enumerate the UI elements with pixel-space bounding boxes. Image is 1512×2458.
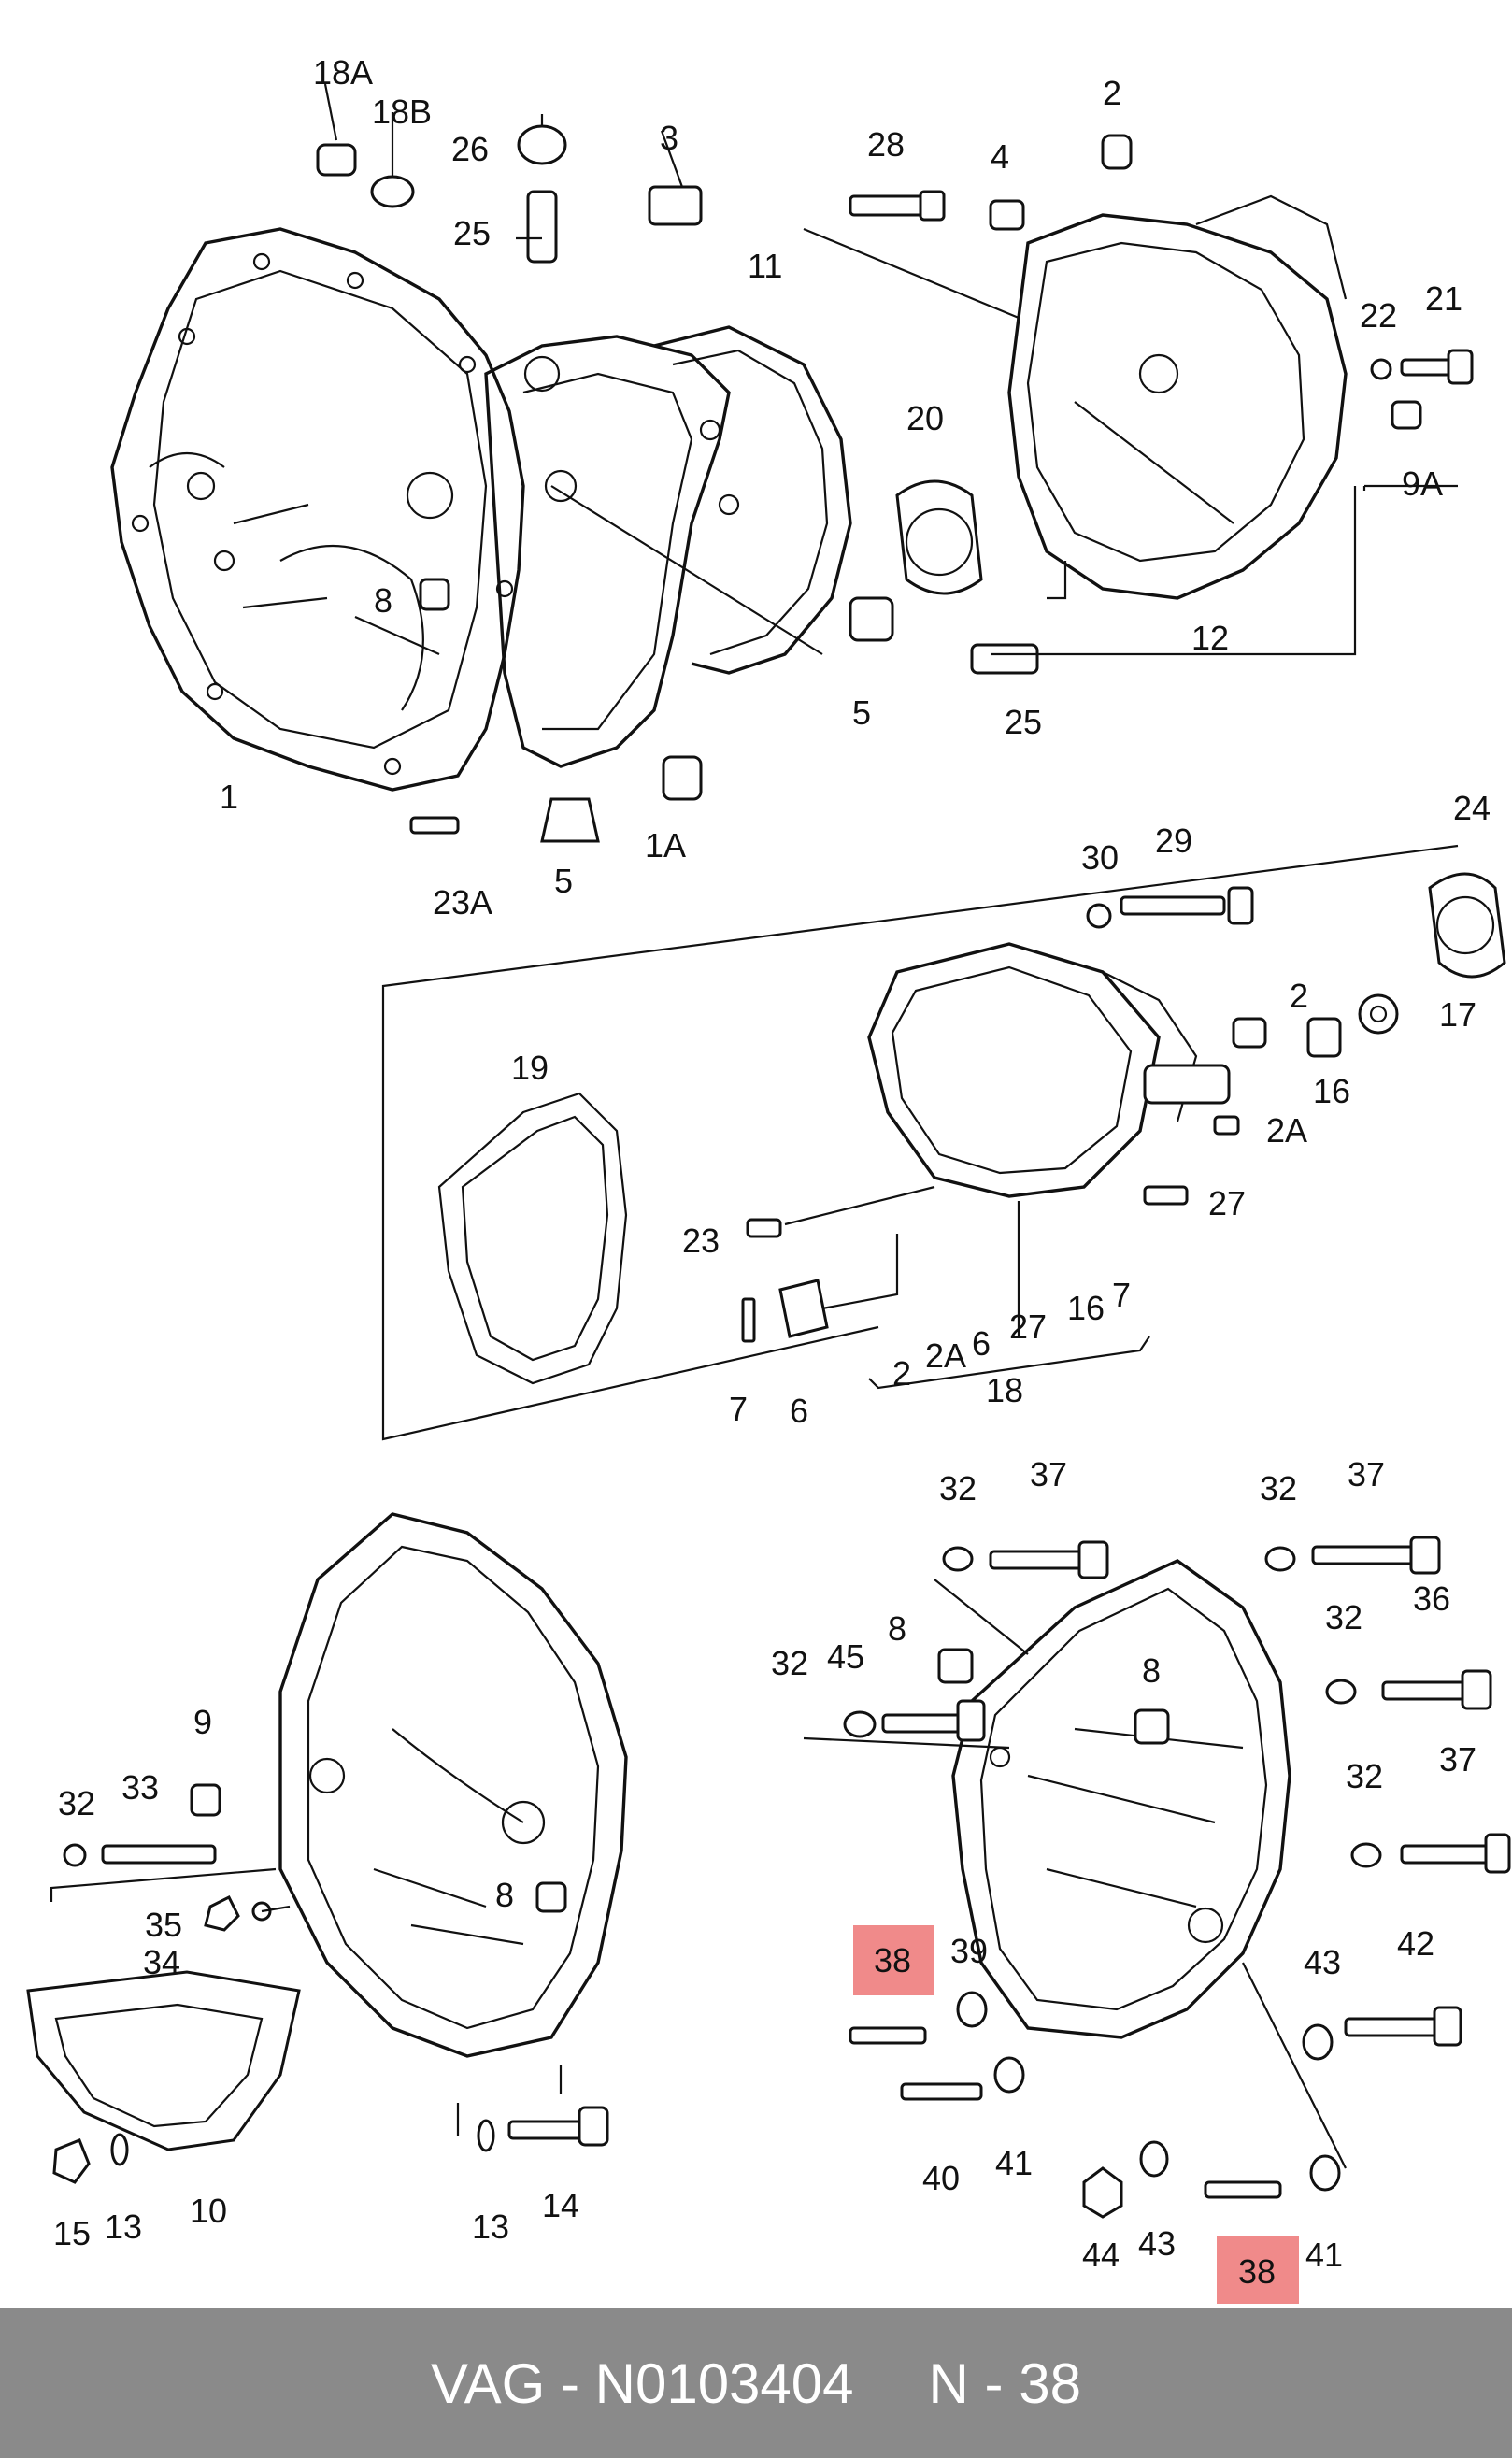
transmission-case-12 [803,134,1474,675]
label-38: 38 [874,1941,911,1979]
mid-section [381,484,1506,1441]
label-27: 27 [1208,1184,1246,1222]
label-2: 2 [1290,977,1308,1015]
label-37: 37 [1439,1740,1476,1779]
label-23: 23 [682,1222,720,1260]
label-18B: 18B [372,93,432,131]
part-number-footer: VAG - N0103404 N - 38 [0,2308,1512,2458]
label-2: 2 [892,1354,911,1393]
label-33: 33 [121,1768,159,1807]
label-40: 40 [922,2159,960,2197]
label-2: 2 [1103,74,1121,112]
label-2A: 2A [1266,1111,1307,1150]
housing-bottom-right [803,1536,1511,2219]
label-6: 6 [972,1324,991,1363]
label-30: 30 [1081,838,1119,877]
label-43: 43 [1138,2224,1176,2263]
label-14: 14 [542,2186,579,2224]
bell-housing-bottom-left [26,1512,628,2184]
footer-reference: N - 38 [928,2351,1081,2415]
exploded-parts-diagram: 18A 18B 26 25 3 28 4 2 11 22 21 9A 20 8 … [26,53,1511,2304]
label-29: 29 [1155,822,1192,860]
label-8: 8 [495,1876,514,1914]
label-32: 32 [58,1784,95,1822]
label-10: 10 [190,2192,227,2230]
small-parts-top-left [316,83,894,843]
label-34: 34 [143,1943,180,1981]
label-26: 26 [451,130,489,168]
label-32: 32 [939,1469,977,1508]
label-9A: 9A [1402,464,1443,503]
label-32: 32 [1325,1598,1362,1636]
label-45: 45 [827,1637,864,1676]
label-43: 43 [1304,1943,1341,1981]
label-15: 15 [53,2214,91,2252]
label-5: 5 [852,693,871,732]
label-1: 1 [220,778,238,816]
label-7: 7 [729,1390,748,1428]
footer-part-number: VAG - N0103404 [431,2351,854,2415]
label-18: 18 [986,1371,1023,1409]
label-22: 22 [1360,296,1397,335]
label-25: 25 [1005,703,1042,741]
label-8: 8 [888,1609,906,1648]
label-21: 21 [1425,279,1462,318]
label-32: 32 [771,1644,808,1682]
label-37: 37 [1030,1455,1067,1493]
label-38: 38 [1238,2252,1276,2291]
label-8: 8 [374,581,392,620]
label-39: 39 [950,1932,988,1970]
label-13: 13 [105,2208,142,2246]
label-36: 36 [1413,1579,1450,1618]
label-1A: 1A [645,826,686,865]
label-13: 13 [472,2208,509,2246]
highlight-box-38-left [853,1925,934,1995]
label-17: 17 [1439,995,1476,1034]
label-18A: 18A [313,53,373,92]
label-16: 16 [1067,1289,1105,1327]
label-27: 27 [1009,1308,1047,1346]
label-41: 41 [1305,2236,1343,2274]
label-32: 32 [1260,1469,1297,1508]
label-19: 19 [511,1049,549,1087]
label-35: 35 [145,1906,182,1944]
label-7: 7 [1112,1276,1131,1314]
label-9: 9 [193,1703,212,1741]
label-6: 6 [790,1392,808,1430]
label-25: 25 [453,214,491,252]
label-16: 16 [1313,1072,1350,1110]
gearbox-housing-1 [110,227,525,792]
label-32: 32 [1346,1757,1383,1795]
label-11: 11 [748,247,782,285]
label-2A: 2A [925,1336,966,1375]
label-44: 44 [1082,2236,1120,2274]
label-24: 24 [1453,789,1491,827]
label-23A: 23A [433,883,492,922]
label-42: 42 [1397,1924,1434,1963]
label-12: 12 [1191,619,1229,657]
highlight-box-38-bottom [1217,2236,1299,2304]
label-3: 3 [660,119,678,157]
label-5: 5 [554,862,573,900]
housing-section-11 [484,325,852,768]
label-28: 28 [867,125,905,164]
label-8: 8 [1142,1651,1161,1690]
callout-labels: 18A 18B 26 25 3 28 4 2 11 22 21 9A 20 8 … [53,53,1491,2291]
label-41: 41 [995,2144,1033,2182]
label-20: 20 [906,399,944,437]
label-4: 4 [991,137,1009,176]
label-37: 37 [1348,1455,1385,1493]
